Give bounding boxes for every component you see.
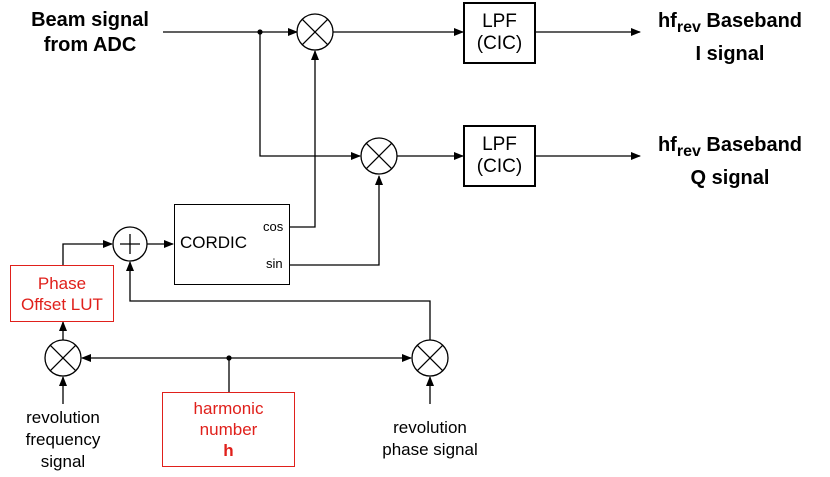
wire-lut-to-adder (62, 240, 113, 265)
rev-phase-label: revolution phase signal (365, 417, 495, 461)
lpf-top-block: LPF (CIC) (463, 2, 536, 64)
lpf-top-label-1: LPF (482, 11, 517, 32)
q-baseband-text: Baseband (700, 134, 803, 156)
mixer-phase-symbol (411, 339, 449, 377)
rev-phase-line2: phase signal (382, 440, 478, 459)
wire-beam-branch-q (259, 32, 361, 160)
phase-lut-label-2: Offset LUT (21, 294, 103, 314)
wire-sin-to-mixer-q (290, 175, 383, 266)
q-signal-text: Q signal (690, 167, 770, 189)
i-rev-subscript: rev (676, 19, 701, 36)
harmonic-label-1: harmonic (193, 399, 264, 418)
cordic-block (174, 204, 290, 285)
wire-phase-mixer-to-adder (126, 261, 431, 340)
rev-frequency-label: revolution frequency signal (8, 407, 118, 473)
adder-symbol (112, 226, 148, 262)
phase-lut-label-1: Phase (37, 273, 87, 293)
lpf-top-label-2: (CIC) (476, 33, 523, 54)
mixer-frequency-symbol (44, 339, 82, 377)
beam-label-line1: Beam signal (31, 9, 149, 31)
q-hf-text: hf (657, 134, 677, 156)
i-baseband-text: Baseband (700, 10, 803, 32)
cordic-cos-port: cos (263, 219, 284, 234)
q-output-label: hfrev Baseband Q signal (640, 132, 820, 191)
beam-input-label: Beam signal from ADC (20, 8, 160, 58)
cordic-label: CORDIC (180, 233, 248, 252)
phase-offset-lut-block: Phase Offset LUT (10, 265, 114, 322)
beam-label-line2: from ADC (43, 34, 137, 56)
harmonic-label-3: h (223, 441, 234, 460)
rev-phase-line1: revolution (393, 418, 467, 437)
junction-beam (257, 29, 263, 35)
mixer-q-symbol (360, 137, 398, 175)
i-output-label: hfrev Baseband I signal (640, 8, 820, 67)
rev-freq-line1: revolution (26, 408, 100, 427)
harmonic-label-2: number (199, 420, 258, 439)
i-hf-text: hf (657, 10, 677, 32)
lpf-bot-label-1: LPF (482, 134, 517, 155)
rev-freq-line2: frequency (25, 430, 101, 449)
harmonic-number-block: harmonic number h (162, 392, 295, 467)
i-signal-text: I signal (695, 43, 765, 65)
junction-harmonic (226, 355, 232, 361)
wire-cos-to-mixer-i (290, 50, 319, 228)
mixer-i-symbol (296, 13, 334, 51)
q-rev-subscript: rev (676, 143, 701, 160)
lpf-bottom-block: LPF (CIC) (463, 125, 536, 187)
cordic-sin-port: sin (266, 256, 283, 271)
rev-freq-line3: signal (40, 452, 86, 471)
lpf-bot-label-2: (CIC) (476, 156, 523, 177)
